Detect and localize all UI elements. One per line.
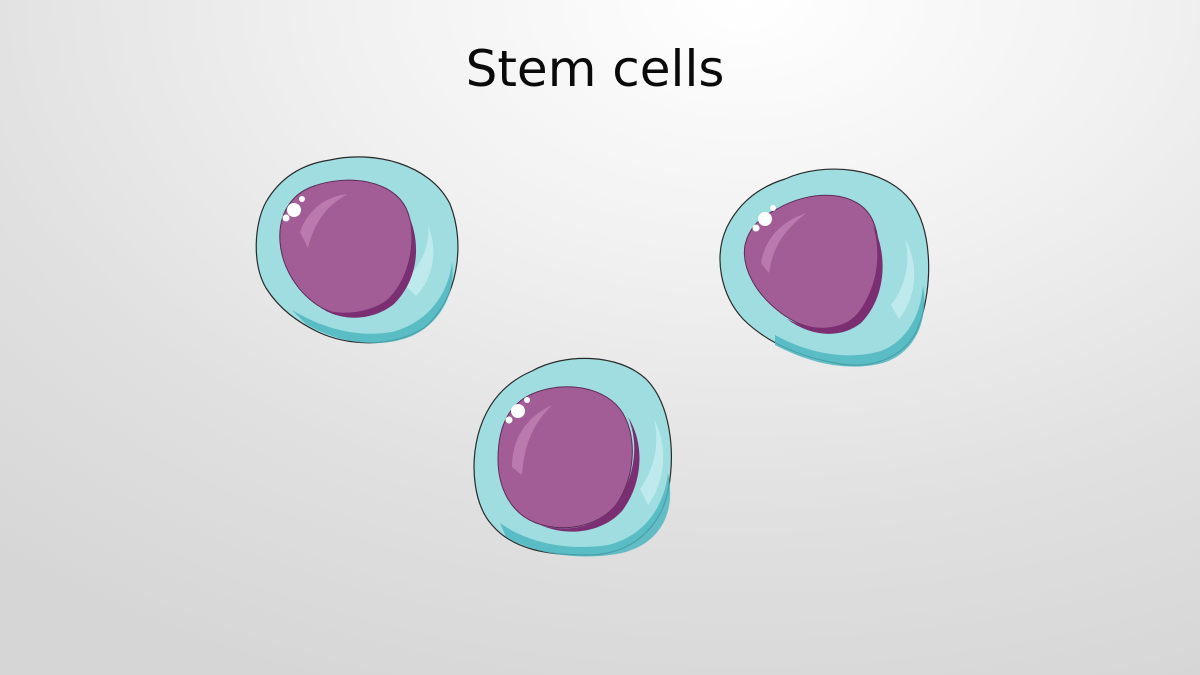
stem-cell-bottom-center [472, 355, 676, 559]
stem-cell-top-right [715, 165, 933, 370]
stem-cell-top-left [252, 152, 462, 347]
slide-title: Stem cells [465, 40, 725, 98]
